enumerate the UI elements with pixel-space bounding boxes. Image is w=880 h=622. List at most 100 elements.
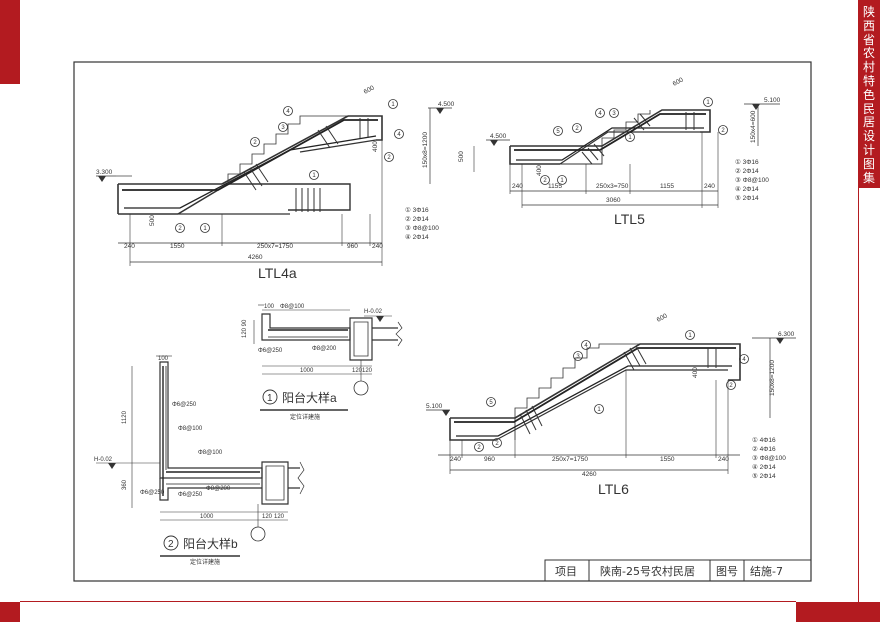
- detail-b-drawing: [96, 355, 305, 557]
- ltl4a-legend-item: ① 3Φ16: [405, 206, 429, 214]
- ltl6-legend-item: ② 4Φ16: [752, 445, 776, 453]
- side-title-char: 陕: [862, 5, 875, 19]
- ltl6-bottom-level: 5.100: [426, 403, 443, 410]
- ltl5-total: 3060: [606, 197, 621, 204]
- detail-a-dim-120b: 120: [362, 368, 373, 374]
- ltl4a-texts: 240 1550 250x7=1750 960 240 4260 4.500 3…: [96, 84, 455, 261]
- svg-text:1: 1: [688, 333, 692, 339]
- title-block-drawing-no-label: 图号: [716, 565, 738, 578]
- detail-a-rebar-dist: Φ8@200: [312, 346, 337, 352]
- ltl6-legend-item: ④ 2Φ14: [752, 463, 776, 471]
- ltl5-legend-item: ④ 2Φ14: [735, 185, 759, 193]
- svg-text:1: 1: [312, 173, 316, 179]
- side-title-char: 计: [862, 142, 875, 157]
- ltl5-depth-500: 500: [458, 151, 465, 162]
- left-bottom-red-band: [0, 602, 20, 622]
- ltl4a-dim: 250x7=1750: [257, 243, 293, 250]
- detail-b-rebar-stirrup-left: Φ6@250: [140, 490, 165, 496]
- detail-a-title: 阳台大样a: [282, 390, 337, 405]
- svg-text:5: 5: [489, 400, 493, 406]
- left-top-red-band: [0, 0, 20, 84]
- ltl4a-dim: 240: [124, 243, 135, 250]
- svg-text:2: 2: [729, 383, 733, 389]
- side-title-char: 设: [862, 129, 875, 144]
- title-block-project-label: 项目: [555, 565, 577, 578]
- svg-text:2: 2: [721, 128, 725, 134]
- svg-text:4: 4: [584, 343, 588, 349]
- svg-text:2: 2: [495, 441, 499, 447]
- detail-b-dim-1000: 1000: [200, 514, 214, 520]
- detail-a-number: 1: [267, 393, 273, 404]
- ltl6-slope-dim: 600: [656, 312, 669, 323]
- detail-a-level: H-0.02: [364, 309, 383, 315]
- ltl6-legend-item: ③ Φ8@100: [752, 454, 786, 462]
- svg-text:1: 1: [560, 178, 564, 184]
- svg-text:1: 1: [203, 226, 207, 232]
- svg-text:3: 3: [612, 111, 616, 117]
- svg-text:1: 1: [628, 135, 632, 141]
- ltl4a-slope-dim: 600: [363, 84, 376, 95]
- svg-text:4: 4: [286, 109, 290, 115]
- detail-a-rebar-stirrup: Φ6@250: [258, 348, 283, 354]
- detail-b-rebar-dist: Φ8@200: [206, 486, 231, 492]
- ltl5-dim: 1155: [660, 183, 674, 190]
- svg-text:2: 2: [575, 126, 579, 132]
- ltl6-marker-labels: 534 142 122: [477, 333, 746, 451]
- detail-a-note: 定位详建施: [290, 413, 320, 421]
- ltl4a-title: LTL4a: [258, 265, 297, 281]
- ltl6-texts: 240 960 250x7=1750 1550 240 4260 6.300 5…: [426, 312, 795, 480]
- ltl5-dim: 1155: [548, 183, 562, 190]
- detail-a-rebar-top: Φ8@100: [280, 304, 305, 310]
- svg-text:2: 2: [387, 155, 391, 161]
- ltl6-dim: 240: [450, 456, 461, 463]
- title-block-project-name: 陕南-25号农村民居: [600, 564, 695, 578]
- svg-text:2: 2: [178, 226, 182, 232]
- right-red-rule: [858, 188, 859, 602]
- detail-b-rebar-top: Φ8@100: [198, 450, 223, 456]
- ltl4a-bottom-level: 3.300: [96, 169, 113, 176]
- ltl6-height-dim: 150x8=1200: [769, 360, 776, 396]
- ltl5-texts: 240 1155 250x3=750 1155 240 3060 5.100 4…: [458, 76, 781, 204]
- ltl5-drawing: [473, 97, 780, 208]
- detail-b-dim-1120: 1120: [122, 410, 128, 424]
- ltl5-legend-item: ② 2Φ14: [735, 167, 759, 175]
- ltl5-top-level: 5.100: [764, 97, 781, 104]
- ltl6-total: 4260: [582, 471, 597, 478]
- ltl6-dim: 960: [484, 456, 495, 463]
- detail-a-drawing: [253, 304, 403, 411]
- ltl4a-total: 4260: [248, 254, 263, 261]
- ltl6-drawing: [426, 330, 796, 474]
- ltl4a-depth-400: 400: [372, 141, 379, 152]
- detail-b-title: 阳台大样b: [183, 536, 238, 551]
- drawing-frame: [73, 61, 812, 582]
- ltl5-legend-item: ⑤ 2Φ14: [735, 194, 759, 202]
- ltl6-depth-400: 400: [692, 367, 699, 378]
- detail-b-rebar-v2: Φ8@100: [178, 426, 203, 432]
- ltl4a-dim: 1550: [170, 243, 185, 250]
- detail-a-dim-thickness: 120 90: [242, 319, 248, 338]
- ltl6-dim: 240: [718, 456, 729, 463]
- side-title-char: 色: [862, 87, 875, 102]
- svg-text:1: 1: [706, 100, 710, 106]
- side-title-char: 集: [862, 170, 875, 185]
- ltl6-top-level: 6.300: [778, 331, 795, 338]
- ltl6-dim: 250x7=1750: [552, 456, 588, 463]
- side-title-char: 农: [862, 46, 875, 61]
- bottom-red-rule: [20, 601, 796, 602]
- ltl4a-legend-item: ④ 2Φ14: [405, 233, 429, 241]
- ltl5-dim: 240: [512, 183, 523, 190]
- detail-a-dim-100: 100: [264, 304, 275, 310]
- ltl4a-top-level: 4.500: [438, 101, 455, 108]
- ltl6-legend-item: ⑤ 2Φ14: [752, 472, 776, 480]
- ltl5-depth-400: 400: [536, 165, 543, 176]
- svg-text:4: 4: [397, 132, 401, 138]
- side-title-char: 特: [862, 73, 875, 88]
- ltl6-title: LTL6: [598, 481, 629, 497]
- ltl4a-legend-item: ③ Φ8@100: [405, 224, 439, 232]
- right-red-band: [858, 0, 880, 188]
- svg-text:1: 1: [391, 102, 395, 108]
- ltl4a-dim: 240: [372, 243, 383, 250]
- ltl5-bottom-level: 4.500: [490, 133, 507, 140]
- svg-text:3: 3: [281, 125, 285, 131]
